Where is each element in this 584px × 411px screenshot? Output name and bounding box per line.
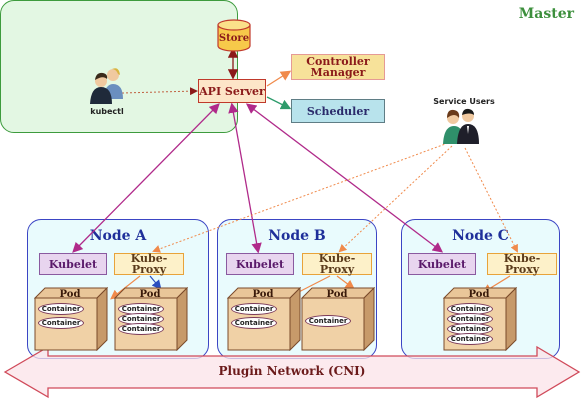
pod-label: Pod xyxy=(139,288,161,300)
node-c-kube-proxy: Kube-Proxy xyxy=(487,253,557,275)
scheduler-box: Scheduler xyxy=(291,99,385,123)
container-item: Container xyxy=(447,333,493,345)
service-users-icon xyxy=(443,108,479,144)
api-server-box: API Server xyxy=(198,79,266,103)
node-b-kubelet: Kubelet xyxy=(226,253,294,275)
node-a-kubelet: Kubelet xyxy=(39,253,107,275)
kubectl-label: kubectl xyxy=(90,107,124,116)
kubectl-user-icon xyxy=(90,68,123,104)
container-item: Container xyxy=(231,303,277,315)
container-item: Container xyxy=(38,317,84,329)
pod-label: Pod xyxy=(252,288,274,300)
controller-manager-box: Controller Manager xyxy=(291,54,385,80)
node-c-title: Node C xyxy=(452,228,509,244)
container-item: Container xyxy=(38,303,84,315)
pod-label: Pod xyxy=(59,288,81,300)
master-title: Master xyxy=(518,6,574,22)
store-cylinder-icon xyxy=(217,19,251,52)
container-item: Container xyxy=(231,317,277,329)
store-label: Store xyxy=(218,32,250,44)
node-c-kubelet: Kubelet xyxy=(408,253,476,275)
container-item: Container xyxy=(118,323,164,335)
pod-label: Pod xyxy=(468,288,490,300)
network-label: Plugin Network (CNI) xyxy=(218,364,366,378)
node-b-kube-proxy: Kube-Proxy xyxy=(302,253,372,275)
container-item: Container xyxy=(305,315,351,327)
service-users-label: Service Users xyxy=(433,97,495,106)
pod-label: Pod xyxy=(326,288,348,300)
node-a-kube-proxy: Kube-Proxy xyxy=(114,253,184,275)
